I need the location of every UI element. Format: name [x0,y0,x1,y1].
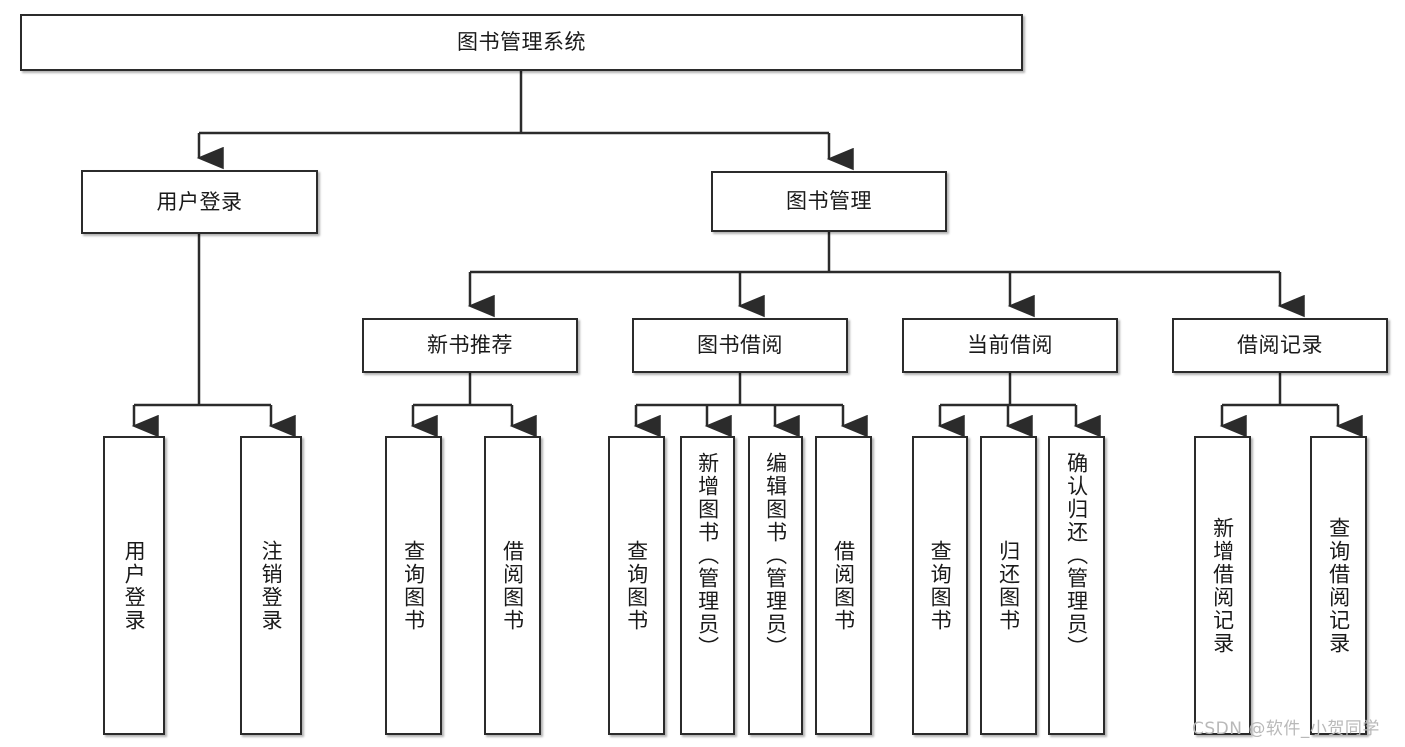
node-leaf-borrow-borrow-book[interactable]: 借阅图书 [815,436,872,735]
node-leaf-borrow-borrow-book-label: 借阅图书 [831,539,856,632]
node-leaf-borrow-query-book-label: 查询图书 [624,539,649,632]
node-leaf-borrow-edit-book-label: 编辑图书（管理员） [763,452,788,659]
node-leaf-cur-confirm-return-label: 确认归还（管理员） [1064,452,1089,659]
node-leaf-rec-query-book[interactable]: 查询图书 [385,436,442,735]
node-leaf-user-logout[interactable]: 注销登录 [240,436,302,735]
node-new-book-rec[interactable]: 新书推荐 [362,318,578,373]
node-leaf-rec-add-record[interactable]: 新增借阅记录 [1194,436,1251,735]
node-leaf-cur-return-book[interactable]: 归还图书 [980,436,1037,735]
node-leaf-user-logout-label: 注销登录 [259,539,284,632]
node-borrow-record-label: 借阅记录 [1237,333,1323,358]
node-leaf-rec-borrow-book[interactable]: 借阅图书 [484,436,541,735]
node-leaf-rec-query-book-label: 查询图书 [401,539,426,632]
node-leaf-cur-query-book[interactable]: 查询图书 [912,436,968,735]
node-leaf-rec-borrow-book-label: 借阅图书 [500,539,525,632]
node-root[interactable]: 图书管理系统 [20,14,1023,71]
node-current-borrow[interactable]: 当前借阅 [902,318,1118,373]
node-root-label: 图书管理系统 [457,30,586,55]
node-leaf-borrow-add-book[interactable]: 新增图书（管理员） [680,436,735,735]
node-leaf-borrow-edit-book[interactable]: 编辑图书（管理员） [748,436,803,735]
node-leaf-rec-query-record[interactable]: 查询借阅记录 [1310,436,1367,735]
node-user-login-label: 用户登录 [156,189,243,214]
node-leaf-rec-add-record-label: 新增借阅记录 [1210,516,1235,655]
node-leaf-borrow-query-book[interactable]: 查询图书 [608,436,665,735]
node-borrow-record[interactable]: 借阅记录 [1172,318,1388,373]
node-book-manage-label: 图书管理 [786,189,872,214]
node-leaf-cur-query-book-label: 查询图书 [928,539,953,632]
node-leaf-cur-return-book-label: 归还图书 [996,539,1021,632]
node-user-login[interactable]: 用户登录 [81,170,318,234]
node-leaf-borrow-add-book-label: 新增图书（管理员） [695,452,720,659]
node-leaf-user-login-label: 用户登录 [122,539,147,632]
node-current-borrow-label: 当前借阅 [967,333,1053,358]
node-leaf-user-login[interactable]: 用户登录 [103,436,165,735]
node-book-borrow[interactable]: 图书借阅 [632,318,848,373]
node-new-book-rec-label: 新书推荐 [427,333,513,358]
node-book-manage[interactable]: 图书管理 [711,171,947,232]
node-book-borrow-label: 图书借阅 [697,333,783,358]
csdn-watermark: CSDN @软件_小贺同学 [1192,719,1380,739]
node-leaf-rec-query-record-label: 查询借阅记录 [1326,516,1351,655]
node-leaf-cur-confirm-return[interactable]: 确认归还（管理员） [1048,436,1105,735]
